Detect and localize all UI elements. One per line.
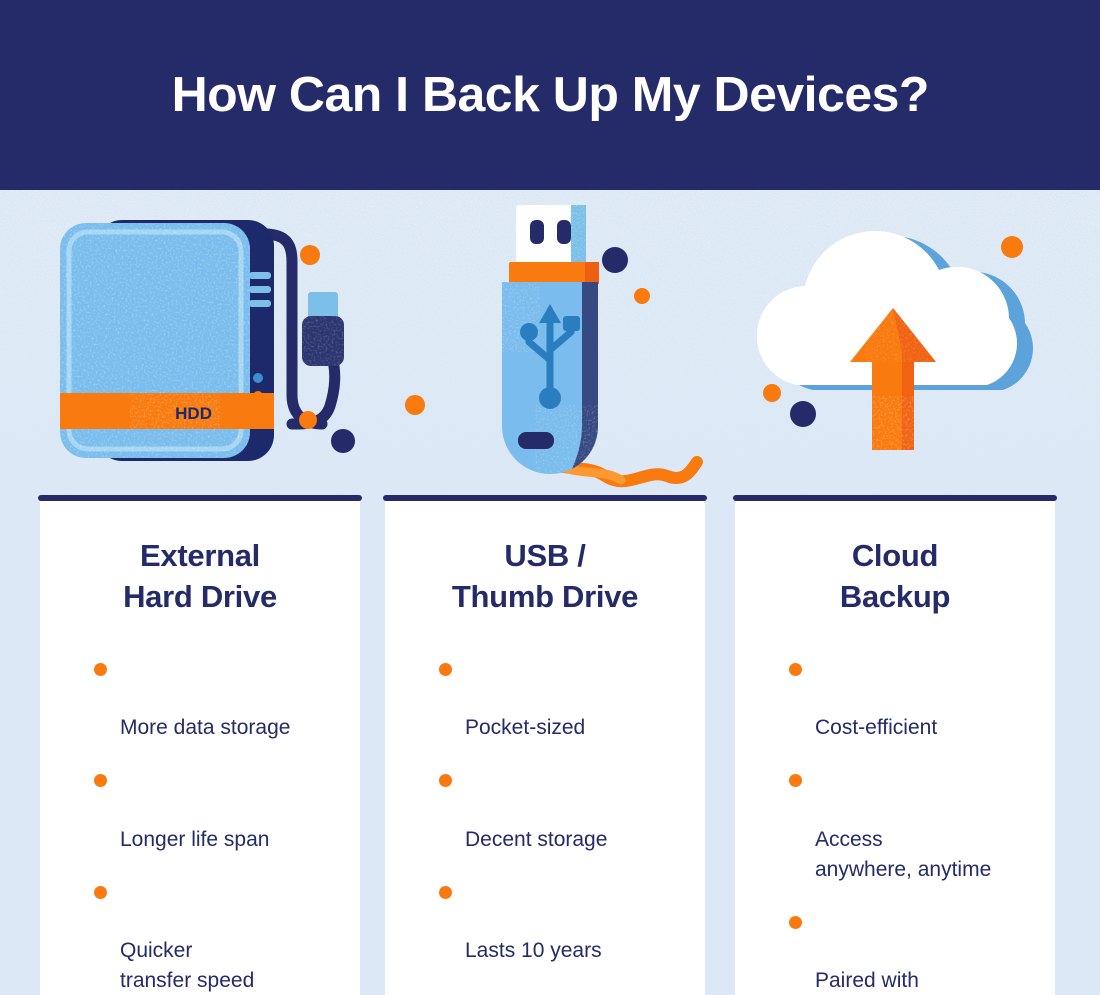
card-title: USB / Thumb Drive — [451, 538, 639, 614]
page-title: How Can I Back Up My Devices? — [171, 68, 929, 122]
list-item: Pocket-sized — [439, 654, 683, 743]
external-hard-drive-illustration: HDD — [60, 220, 355, 461]
list-item: Lasts 10 years — [439, 877, 683, 966]
option-card-external-hard-drive[interactable]: External Hard Drive More data storage Lo… — [38, 495, 362, 995]
option-card-usb-thumb-drive[interactable]: USB / Thumb Drive Pocket-sized Decent st… — [383, 495, 707, 995]
list-item-label: Lasts 10 years — [465, 939, 602, 963]
list-item-label: Decent storage — [465, 827, 608, 851]
card-title: Cloud Backup — [839, 538, 951, 614]
cloud-backup-illustration — [756, 230, 1033, 450]
decor-dot-navy — [602, 247, 628, 273]
list-item-label: Pocket-sized — [465, 716, 586, 740]
benefit-list: More data storage Longer life span Quick… — [62, 654, 338, 995]
card-body: USB / Thumb Drive Pocket-sized Decent st… — [385, 500, 705, 995]
card-top-rule — [383, 495, 707, 501]
decor-dot-orange — [763, 384, 781, 402]
hdd-badge-label: HDD — [175, 404, 212, 423]
list-item: Quicker transfer speed — [94, 877, 338, 995]
card-top-rule — [38, 495, 362, 501]
bullet-dot-icon — [94, 774, 107, 788]
page-header: How Can I Back Up My Devices? — [0, 0, 1100, 190]
card-top-rule — [733, 495, 1057, 501]
benefit-list: Cost-efficient Access anywhere, anytime … — [757, 654, 1033, 995]
card-body: External Hard Drive More data storage Lo… — [40, 500, 360, 995]
bullet-dot-icon — [789, 662, 802, 676]
usb-orange-collar — [509, 262, 599, 284]
drive-led-blue — [253, 373, 263, 383]
content-area: HDD — [0, 190, 1100, 995]
decor-dot-orange — [1001, 236, 1023, 258]
decor-dot-orange — [300, 245, 320, 265]
bullet-dot-icon — [94, 662, 107, 676]
usb-strap-hole — [518, 432, 554, 449]
bullet-dot-icon — [439, 774, 452, 788]
list-item: Cost-efficient — [789, 654, 1033, 743]
list-item-label: Paired with computer’s existing operatin… — [815, 969, 919, 993]
usb-contact-slot — [530, 220, 544, 244]
list-item-label: More data storage — [120, 716, 291, 740]
decor-dot-navy — [331, 429, 355, 453]
bullet-dot-icon — [789, 915, 802, 929]
list-item-label: Access anywhere, anytime — [815, 827, 992, 881]
list-item: Paired with computer’s existing operatin… — [789, 907, 1033, 995]
usb-thumb-drive-illustration — [405, 205, 703, 488]
decor-dot-navy — [790, 401, 816, 427]
usb-plug-tip — [308, 292, 338, 320]
option-card-cloud-backup[interactable]: Cloud Backup Cost-efficient Access anywh… — [733, 495, 1057, 995]
list-item: Longer life span — [94, 765, 338, 854]
usb-contact-slot — [557, 220, 571, 244]
list-item-label: Quicker transfer speed — [120, 939, 255, 993]
list-item-label: Longer life span — [120, 827, 270, 851]
card-body: Cloud Backup Cost-efficient Access anywh… — [735, 500, 1055, 995]
card-title: External Hard Drive — [123, 538, 277, 614]
bullet-dot-icon — [439, 662, 452, 676]
benefit-list: Pocket-sized Decent storage Lasts 10 yea… — [407, 654, 683, 966]
list-item: More data storage — [94, 654, 338, 743]
bullet-dot-icon — [94, 885, 107, 899]
bullet-dot-icon — [439, 885, 452, 899]
list-item-label: Cost-efficient — [815, 716, 938, 740]
decor-dot-orange — [299, 411, 317, 429]
decor-dot-orange — [405, 395, 425, 415]
list-item: Access anywhere, anytime — [789, 765, 1033, 884]
bullet-dot-icon — [789, 774, 802, 788]
decor-dot-orange — [634, 288, 650, 304]
list-item: Decent storage — [439, 765, 683, 854]
